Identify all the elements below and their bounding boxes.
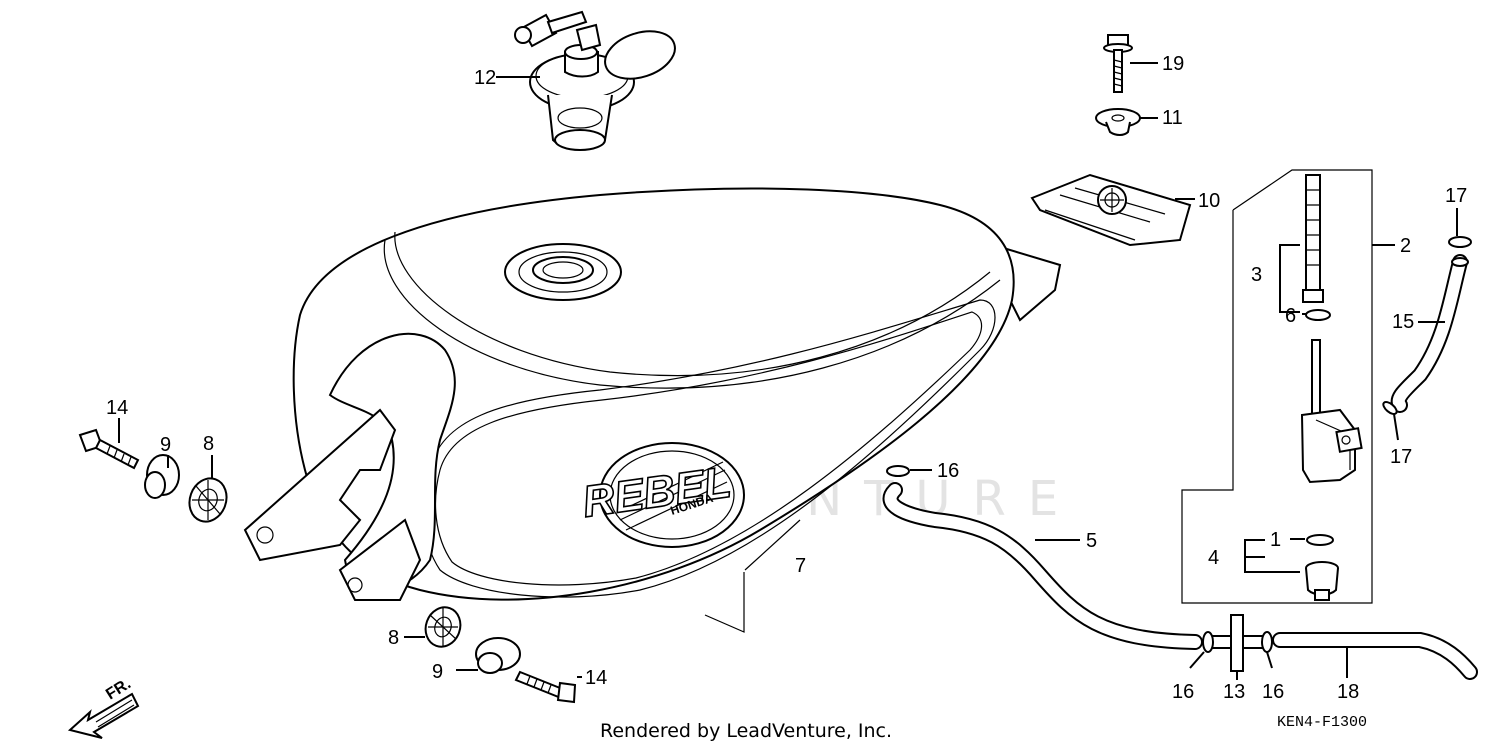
rendered-by-text: Rendered by LeadVenture, Inc. xyxy=(600,720,892,742)
callout-19: 19 xyxy=(1162,53,1184,75)
callout-16-left: 16 xyxy=(1172,681,1194,703)
callout-3: 3 xyxy=(1251,264,1262,286)
callout-9-lower: 9 xyxy=(432,661,443,683)
t-joint-13: 13 xyxy=(1204,614,1271,703)
diagram-code: KEN4-F1300 xyxy=(1277,714,1367,731)
clip-16-left: 16 xyxy=(1172,631,1214,703)
rubber-pad-10: 10 xyxy=(1030,173,1220,247)
callout-8-lower: 8 xyxy=(388,627,399,649)
callout-4: 4 xyxy=(1208,547,1219,569)
callout-15: 15 xyxy=(1392,311,1414,333)
callout-1: 1 xyxy=(1270,529,1281,551)
bolt-14-lower: 14 xyxy=(514,667,607,704)
callout-6: 6 xyxy=(1285,305,1296,327)
hose-15: 15 xyxy=(1390,254,1469,413)
callout-5: 5 xyxy=(1086,530,1097,552)
callout-10: 10 xyxy=(1198,190,1220,212)
callout-14-upper: 14 xyxy=(106,397,128,419)
fuel-cap: 12 xyxy=(474,10,676,151)
callout-14-lower: 14 xyxy=(585,667,607,689)
clip-16-right: 16 xyxy=(1261,631,1284,703)
callout-2: 2 xyxy=(1400,235,1411,257)
callout-16-right: 16 xyxy=(1262,681,1284,703)
callout-12: 12 xyxy=(474,67,496,89)
clip-17-lower: 17 xyxy=(1382,401,1412,468)
callout-8-upper: 8 xyxy=(203,433,214,455)
hose-5: 5 xyxy=(882,482,1203,650)
fuel-tank: REBEL HONDA 7 xyxy=(243,187,1062,633)
hose-18: 18 xyxy=(1272,632,1478,703)
callout-18: 18 xyxy=(1337,681,1359,703)
callout-17-upper: 17 xyxy=(1445,185,1467,207)
callout-17-lower: 17 xyxy=(1390,446,1412,468)
callout-7: 7 xyxy=(795,555,806,577)
grommet-8-upper: 8 xyxy=(188,433,228,523)
bolt-19: 19 xyxy=(1103,34,1184,93)
collar-9-upper: 9 xyxy=(144,434,180,499)
clip-17-upper: 17 xyxy=(1445,185,1472,248)
grommet-8-lower: 8 xyxy=(388,606,462,649)
callout-16-top: 16 xyxy=(937,460,959,482)
callout-11: 11 xyxy=(1162,107,1183,129)
collar-9-lower: 9 xyxy=(432,637,521,683)
clip-16-top: 16 xyxy=(886,460,959,482)
bolt-14-upper: 14 xyxy=(78,397,140,470)
washer-11: 11 xyxy=(1095,107,1183,136)
callout-13: 13 xyxy=(1223,681,1245,703)
front-arrow: FR. xyxy=(67,675,140,739)
fuel-valve-assembly: 2 3 6 1 4 xyxy=(1181,169,1411,604)
callout-9-upper: 9 xyxy=(160,434,171,456)
